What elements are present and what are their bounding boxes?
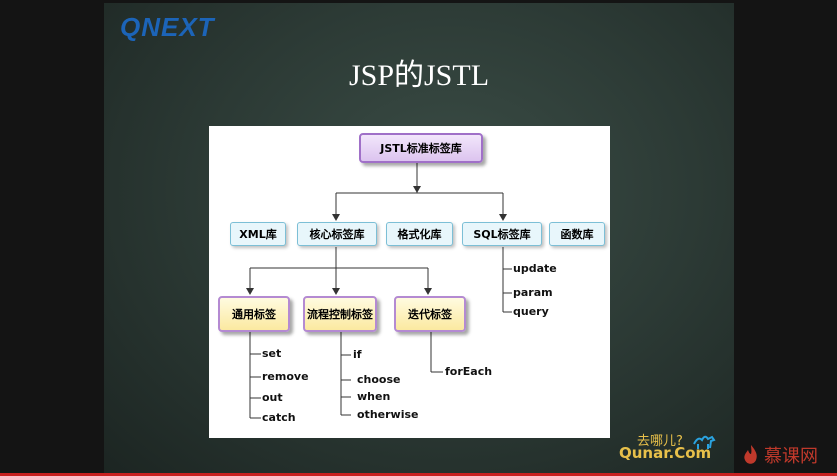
- qunar-cn-text: 去哪儿?: [637, 434, 683, 449]
- function-library-node: 函数库: [549, 222, 605, 246]
- sql-tag-param: param: [513, 286, 553, 299]
- sql-tag-update: update: [513, 262, 557, 275]
- flow-control-tags-node: 流程控制标签: [303, 296, 377, 332]
- imooc-text: 慕课网: [764, 446, 818, 467]
- flow-tag-when: when: [357, 390, 391, 403]
- core-library-node: 核心标签库: [297, 222, 377, 246]
- connector-lines: [246, 162, 512, 419]
- iteration-tag-foreach: forEach: [445, 365, 493, 378]
- progress-bar: [0, 473, 837, 476]
- format-library-node: 格式化库: [386, 222, 453, 246]
- sql-tag-query: query: [513, 305, 549, 318]
- jstl-diagram: JSTL标准标签库 XML库 核心标签库 格式化库 SQL标签库 函数库 upd…: [209, 126, 610, 438]
- flow-tag-choose: choose: [357, 373, 401, 386]
- xml-library-node: XML库: [230, 222, 286, 246]
- qunar-en-text: Qunar.Com: [619, 444, 712, 462]
- sql-library-node: SQL标签库: [462, 222, 542, 246]
- iteration-tags-node: 迭代标签: [394, 296, 466, 332]
- camel-icon: [693, 435, 716, 449]
- slide-title: JSP的JSTL: [348, 59, 490, 92]
- qnext-logo: QNEXT: [120, 12, 215, 42]
- general-tags-node: 通用标签: [218, 296, 290, 332]
- flow-tag-if: if: [353, 348, 362, 361]
- general-tag-remove: remove: [262, 370, 309, 383]
- general-tag-set: set: [262, 347, 282, 360]
- flame-icon: [744, 445, 757, 464]
- general-tag-catch: catch: [262, 411, 296, 424]
- general-tag-out: out: [262, 391, 283, 404]
- flow-tag-otherwise: otherwise: [357, 408, 419, 421]
- jstl-root-node: JSTL标准标签库: [359, 133, 483, 163]
